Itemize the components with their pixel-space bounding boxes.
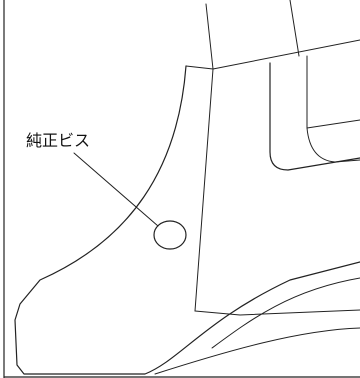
callout-label: 純正ビス — [26, 131, 90, 150]
mudguard-outline — [14, 65, 360, 375]
inner-recess-curve — [306, 55, 360, 163]
inner-recess-ledge — [306, 119, 360, 129]
upper-body-line-left — [205, 3, 214, 70]
upper-body-line-right — [289, 0, 300, 57]
screw-location-circle — [153, 220, 187, 250]
lower-contour-2 — [211, 277, 360, 349]
lower-contour-1 — [194, 309, 360, 316]
center-vertical-seam — [194, 68, 214, 312]
lower-contour-3 — [154, 327, 360, 375]
inner-recess — [269, 62, 360, 171]
callout-leader-line — [73, 152, 159, 227]
